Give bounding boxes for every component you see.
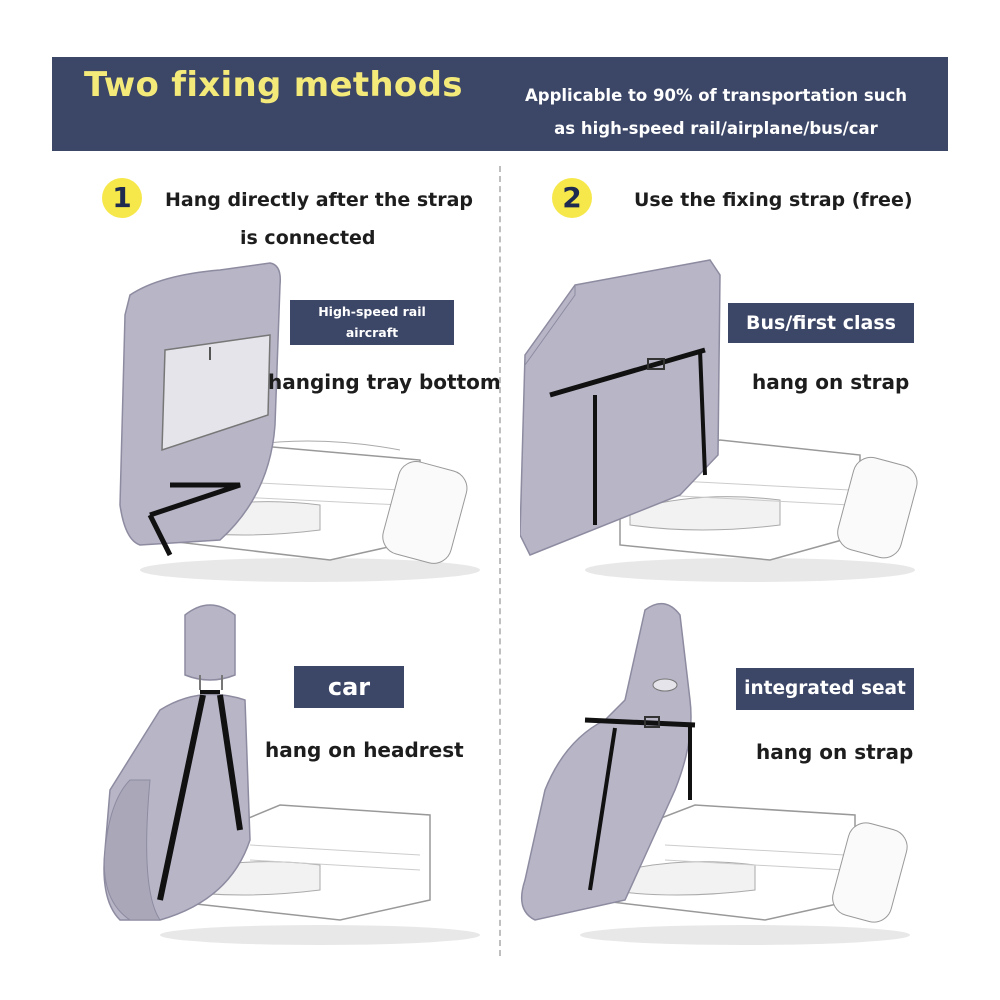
tag-line-2: aircraft [345,325,399,340]
tag-line-1: High-speed rail [318,304,426,319]
header-subtitle: Applicable to 90% of transportation such… [506,79,926,145]
step-1-badge: 1 [102,178,142,218]
step-1-text-line-2: is connected [240,227,376,249]
seat-strap-illustration [520,259,918,582]
tag-integrated-seat: integrated seat [736,668,914,710]
caption-hang-on-strap-1: hang on strap [752,370,910,394]
tag-high-speed-rail: High-speed rail aircraft [290,300,454,345]
caption-hang-on-strap-2: hang on strap [756,740,914,764]
step-1-text-line-1: Hang directly after the strap [165,189,474,211]
car-seat-illustration [103,604,480,945]
subtitle-line-1: Applicable to 90% of transportation such [525,86,907,105]
caption-hanging-tray: hanging tray bottom [268,370,501,394]
tag-car: car [294,666,404,708]
seat-tray-illustration [119,262,480,582]
page-title: Two fixing methods [84,65,463,105]
header-banner: Two fixing methods Applicable to 90% of … [52,57,948,151]
step-2-badge: 2 [552,178,592,218]
integrated-seat-illustration [520,602,910,945]
column-divider [499,166,501,956]
subtitle-line-2: as high-speed rail/airplane/bus/car [554,119,878,138]
tag-bus-first-class: Bus/first class [728,303,914,343]
step-2-text: Use the fixing strap (free) [634,189,913,211]
caption-hang-on-headrest: hang on headrest [265,738,464,762]
